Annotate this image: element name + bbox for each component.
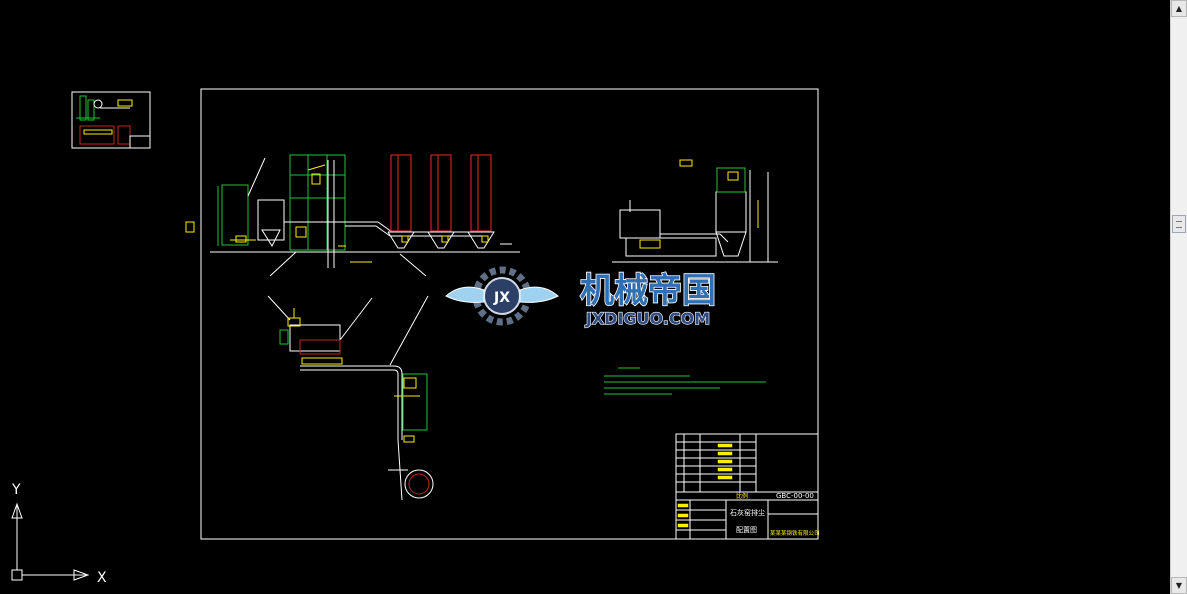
watermark-site: JXDIGUO.COM xyxy=(585,309,710,328)
viewport-thumbnail[interactable] xyxy=(71,91,151,149)
title-block-scale: 比例 xyxy=(736,492,748,500)
title-block-company: 某某某钢铁有限公司 xyxy=(770,529,820,537)
ucs-y-label: Y xyxy=(11,482,21,498)
wing-icon xyxy=(445,286,559,303)
scroll-up-icon[interactable]: ▲ xyxy=(1171,0,1187,17)
scroll-down-icon[interactable]: ▼ xyxy=(1171,577,1187,594)
tower-annotations xyxy=(230,164,372,263)
vertical-scrollbar[interactable]: ▲ ▼ xyxy=(1170,0,1187,594)
dust-collector xyxy=(612,170,778,263)
watermark-title: 机械帝国 xyxy=(580,271,716,311)
title-block-part-title-1: 石灰窑排尘 xyxy=(730,508,765,517)
plan-view xyxy=(267,295,434,501)
scroll-thumb[interactable] xyxy=(1172,215,1186,233)
silos xyxy=(390,154,492,232)
watermark-emblem: JX xyxy=(493,290,510,306)
technical-notes xyxy=(604,367,766,395)
watermark-logo: JX 机械帝国 JXDIGUO.COM xyxy=(445,266,717,329)
title-block xyxy=(675,433,819,540)
tower-details xyxy=(210,157,520,277)
ucs-x-label: X xyxy=(97,570,107,586)
title-block-drawing-number: GBC-00-00 xyxy=(776,492,814,500)
ucs-icon xyxy=(11,502,90,581)
silo-hoppers xyxy=(387,231,512,249)
drawing-frame xyxy=(200,88,819,540)
title-block-part-title-2: 配置图 xyxy=(736,526,757,534)
